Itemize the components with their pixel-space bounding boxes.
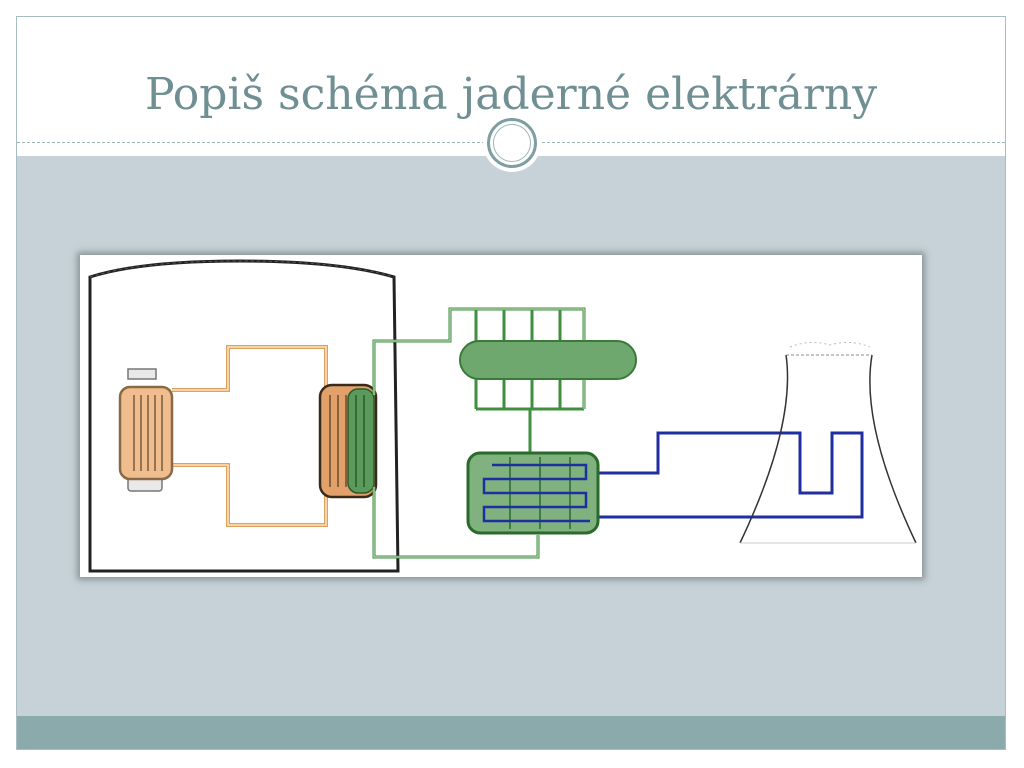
divider-ornament-inner (493, 124, 531, 162)
turbine-icon (459, 340, 637, 380)
power-plant-schematic (88, 259, 917, 573)
cooling-loop (490, 431, 864, 519)
slide-title: Popiš schéma jaderné elektrárny (144, 69, 878, 120)
reactor-core-icon (118, 368, 174, 492)
steam-generator-icon (318, 383, 378, 499)
power-plant-diagram (80, 255, 922, 577)
secondary-loop-inner (373, 308, 585, 558)
cooling-tower-icon (739, 341, 917, 544)
condenser-icon (466, 451, 600, 535)
footer-bar (17, 716, 1005, 749)
primary-loop-inner (172, 346, 327, 526)
containment-building-icon (88, 259, 400, 573)
